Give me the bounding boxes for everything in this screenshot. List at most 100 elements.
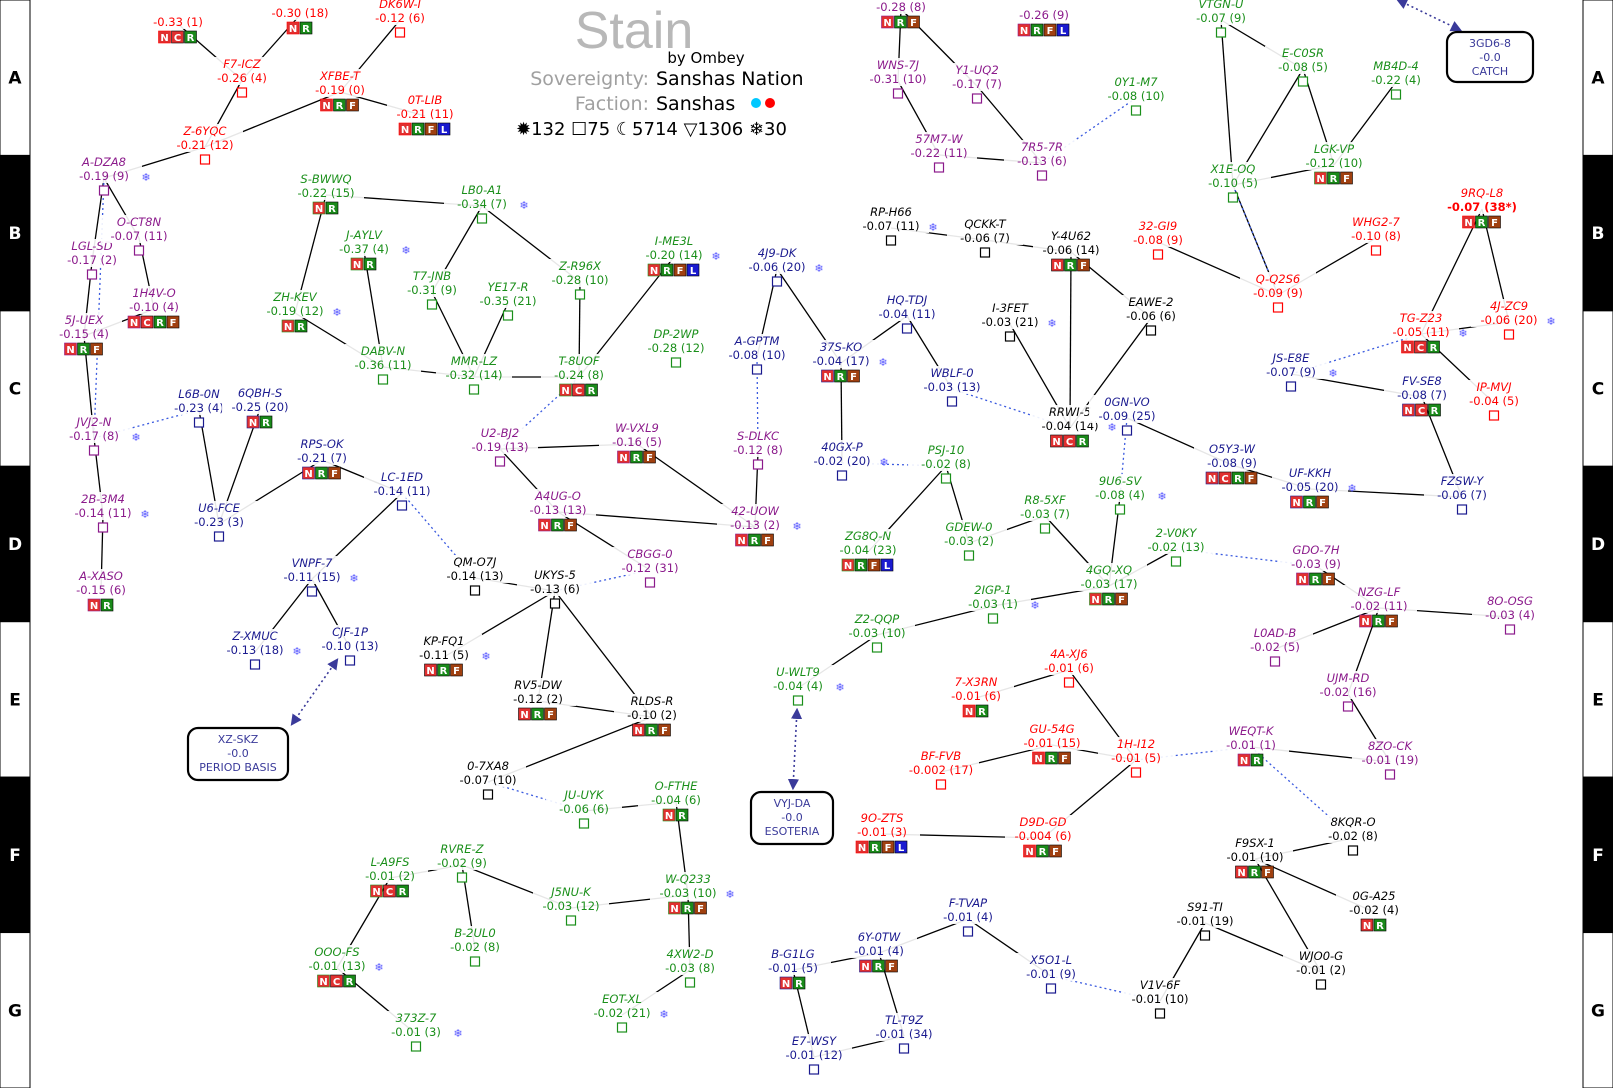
- system-node[interactable]: Y1-UQ2-0.17 (7): [939, 63, 1015, 104]
- system-node[interactable]: YE17-R-0.35 (21): [470, 280, 546, 321]
- system-node[interactable]: DABV-N-0.36 (11): [345, 344, 421, 385]
- system-node[interactable]: LC-1ED-0.14 (11): [364, 470, 440, 511]
- system-node[interactable]: LB0-A1-0.34 (7)❄: [444, 183, 529, 224]
- system-node[interactable]: EOT-XL-0.02 (21)❄: [584, 992, 669, 1033]
- system-node[interactable]: A-GPTM-0.08 (10): [719, 334, 795, 375]
- system-node[interactable]: Z-XMUC-0.13 (18)❄: [217, 629, 302, 670]
- system-node[interactable]: 7R5-7R-0.13 (6): [1004, 140, 1080, 181]
- system-node[interactable]: RVRE-Z-0.02 (9): [424, 842, 500, 883]
- system-node[interactable]: 373Z-7-0.01 (3)❄: [378, 1011, 463, 1052]
- system-node[interactable]: F7-ICZ-0.26 (4): [204, 57, 280, 98]
- system-node[interactable]: A-DZA8-0.19 (9)❄: [66, 155, 151, 196]
- system-node[interactable]: 8O-OSG-0.03 (4): [1472, 594, 1548, 635]
- system-node[interactable]: QCKK-T-0.06 (7): [947, 217, 1023, 258]
- system-node[interactable]: V1V-6F-0.01 (10): [1122, 978, 1198, 1019]
- system-node[interactable]: 57M7-W-0.22 (11): [901, 132, 977, 173]
- system-node[interactable]: U-WLT9-0.04 (4)❄: [760, 665, 845, 706]
- system-node[interactable]: 4J-ZC9-0.06 (20)❄: [1471, 299, 1556, 340]
- system-node[interactable]: VNPF-7-0.11 (15)❄: [274, 556, 359, 597]
- system-node[interactable]: X1E-OQ-0.10 (5): [1195, 162, 1271, 203]
- system-node[interactable]: Z-6YQC-0.21 (12): [167, 124, 243, 165]
- system-node[interactable]: FZSW-Y-0.06 (7): [1424, 474, 1500, 515]
- system-node[interactable]: 0-7XA8-0.07 (10): [450, 759, 526, 800]
- system-node[interactable]: JS-E8E-0.07 (9)❄: [1253, 351, 1338, 392]
- system-node[interactable]: U2-BJ2-0.19 (13): [462, 426, 538, 467]
- system-node[interactable]: EAWE-2-0.06 (6): [1113, 295, 1189, 336]
- system-node[interactable]: Q-Q2S6-0.09 (9): [1240, 272, 1316, 313]
- system-node[interactable]: 2B-3M4-0.14 (11)❄: [65, 492, 150, 533]
- system-node[interactable]: DK6W-I-0.12 (6): [362, 0, 438, 38]
- system-node[interactable]: S91-TI-0.01 (19): [1167, 900, 1243, 941]
- system-node[interactable]: MMR-LZ-0.32 (14): [436, 354, 512, 395]
- system-node[interactable]: O-CT8N-0.07 (11): [101, 215, 177, 256]
- system-node[interactable]: F-TVAP-0.01 (4): [930, 896, 1006, 937]
- system-node[interactable]: HQ-TDJ-0.04 (11): [869, 293, 945, 334]
- system-node[interactable]: WJO0-G-0.01 (2): [1283, 949, 1359, 990]
- system-node[interactable]: 9U6-SV-0.08 (4)❄: [1082, 474, 1167, 515]
- system-node[interactable]: E-C0SR-0.08 (5): [1265, 46, 1341, 87]
- system-node[interactable]: 4J9-DK-0.06 (20)❄: [739, 246, 824, 287]
- system-node[interactable]: WHG2-7-0.10 (8): [1338, 215, 1414, 256]
- system-node[interactable]: E7-WSY-0.01 (12): [776, 1034, 852, 1075]
- system-node[interactable]: I-3FET-0.03 (21)❄: [972, 301, 1057, 342]
- system-node[interactable]: S-DLKC-0.12 (8): [720, 429, 796, 470]
- system-node[interactable]: GDEW-0-0.03 (2): [931, 520, 1007, 561]
- system-node[interactable]: T7-JNB-0.31 (9): [394, 269, 470, 310]
- system-node[interactable]: 8ZO-CK-0.01 (19): [1352, 739, 1428, 780]
- system-node[interactable]: Z2-QQP-0.03 (10): [839, 612, 915, 653]
- system-node[interactable]: CJF-1P-0.10 (13): [312, 625, 388, 666]
- system-node[interactable]: JVJ2-N-0.17 (8)❄: [56, 415, 141, 456]
- system-node[interactable]: 32-GI9-0.08 (9): [1120, 219, 1196, 260]
- system-node[interactable]: WNS-7J-0.31 (10): [860, 58, 936, 99]
- system-node[interactable]: RP-H66-0.07 (11)❄: [853, 205, 938, 246]
- system-node[interactable]: X5O1-L-0.01 (9): [1013, 953, 1089, 994]
- system-node[interactable]: 2IGP-1-0.03 (1)❄: [955, 583, 1040, 624]
- system-node[interactable]: TL-T9Z-0.01 (34): [866, 1013, 942, 1054]
- system-node[interactable]: 8KQR-O-0.02 (8): [1315, 815, 1391, 856]
- system-node[interactable]: 1H-I12-0.01 (5): [1098, 737, 1174, 778]
- system-node[interactable]: 40GX-P-0.02 (20)❄: [804, 440, 889, 481]
- system-node[interactable]: BF-FVB-0.002 (17): [903, 749, 979, 790]
- system-node[interactable]: PSJ-10-0.02 (8): [908, 443, 984, 484]
